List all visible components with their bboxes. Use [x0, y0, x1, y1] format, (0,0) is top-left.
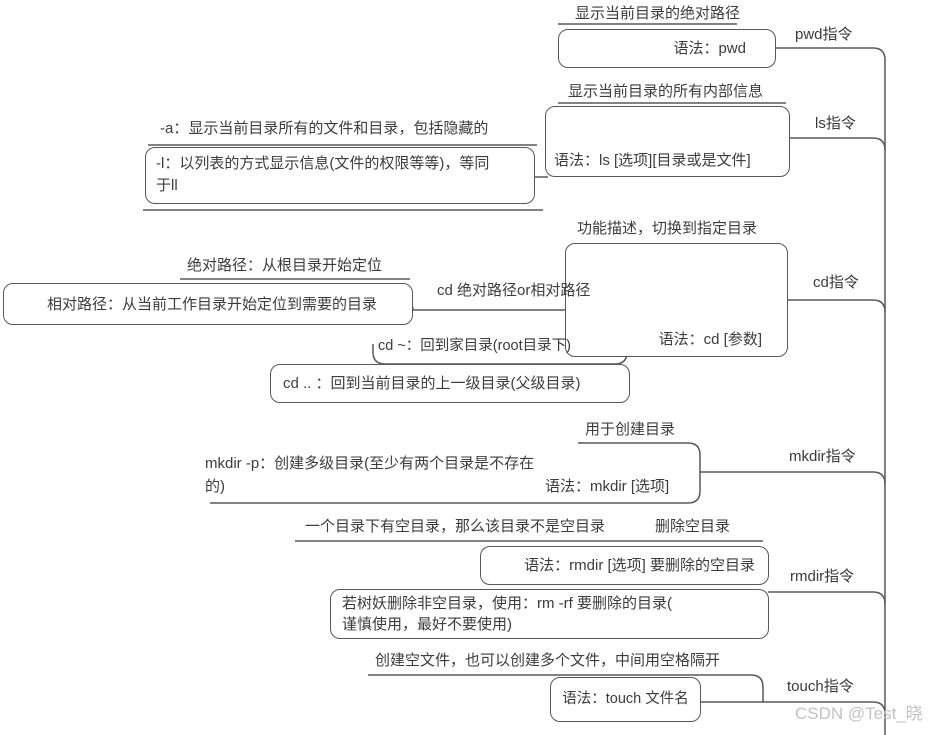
touch-description: 创建空文件，也可以创建多个文件，中间用空格隔开 — [375, 652, 721, 669]
branch-label-mkdir: mkdir指令 — [789, 448, 856, 465]
cd-parent-text: cd .. ：回到当前目录的上一级目录(父级目录) — [283, 375, 581, 392]
cd-syntax-node: 语法：cd [参数] — [565, 243, 788, 357]
touch-syntax-text: 语法：touch 文件名 — [562, 691, 689, 707]
cd-syntax-text: 语法：cd [参数] — [658, 331, 762, 348]
cd-relative-path-node: 相对路径：从当前工作目录开始定位到需要的目录 — [3, 283, 413, 325]
ls-option-l-text: -l：以列表的方式显示信息(文件的权限等等)，等同 于ll — [156, 155, 490, 194]
branch-label-touch: touch指令 — [787, 678, 854, 695]
ls-syntax-node: 语法：ls [选项][目录或是文件] — [545, 106, 790, 177]
ls-syntax-text: 语法：ls [选项][目录或是文件] — [554, 152, 751, 169]
csdn-watermark: CSDN @Test_晓 — [795, 704, 923, 723]
pwd-syntax-text: 语法：pwd — [673, 40, 746, 57]
ls-option-a: -a：显示当前目录所有的文件和目录，包括隐藏的 — [160, 120, 489, 137]
mkdir-option-p: mkdir -p：创建多级目录(至少有两个目录是不存在 的) — [205, 455, 535, 495]
branch-label-pwd: pwd指令 — [795, 26, 853, 43]
ls-description: 显示当前目录的所有内部信息 — [568, 83, 764, 100]
rmdir-rm-rf-node: 若树妖删除非空目录，使用：rm -rf 要删除的目录( 谨慎使用，最好不要使用) — [330, 589, 769, 639]
touch-syntax-node: 语法：touch 文件名 — [550, 677, 701, 722]
rmdir-branch-line — [768, 591, 886, 605]
ls-branch-line — [790, 137, 886, 151]
ls-option-l-node: -l：以列表的方式显示信息(文件的权限等等)，等同 于ll — [145, 147, 535, 204]
rmdir-rm-rf-text: 若树妖删除非空目录，使用：rm -rf 要删除的目录( 谨慎使用，最好不要使用) — [342, 595, 672, 633]
branch-label-cd: cd指令 — [813, 274, 859, 291]
trunk-line — [776, 47, 886, 735]
rmdir-syntax-node: 语法：rmdir [选项] 要删除的空目录 — [480, 546, 769, 585]
branch-label-rmdir: rmdir指令 — [790, 568, 855, 585]
branch-label-ls: ls指令 — [815, 115, 856, 132]
cd-branch-line — [788, 299, 886, 313]
cd-path-argument: cd 绝对路径or相对路径 — [437, 282, 591, 299]
cd-description: 功能描述，切换到指定目录 — [577, 220, 758, 237]
cd-absolute-path: 绝对路径：从根目录开始定位 — [187, 257, 383, 274]
cd-parent-node: cd .. ：回到当前目录的上一级目录(父级目录) — [270, 364, 630, 403]
rmdir-description: 删除空目录 — [655, 518, 731, 535]
mkdir-description: 用于创建目录 — [585, 421, 676, 438]
mkdir-syntax-text: 语法：mkdir [选项] — [545, 478, 670, 495]
mkdir-shape — [210, 442, 701, 504]
cd-home-text: cd ~：回到家目录(root目录下) — [378, 338, 571, 354]
rmdir-syntax-text: 语法：rmdir [选项] 要删除的空目录 — [524, 557, 755, 574]
touch-branch-line — [700, 701, 886, 715]
pwd-syntax-node: 语法：pwd — [558, 29, 776, 68]
touch-desc-underline — [368, 674, 764, 702]
rmdir-note: 一个目录下有空目录，那么该目录不是空目录 — [305, 518, 606, 535]
cd-relative-path-text: 相对路径：从当前工作目录开始定位到需要的目录 — [47, 295, 378, 313]
pwd-description: 显示当前目录的绝对路径 — [575, 5, 741, 22]
mkdir-branch-line — [700, 471, 886, 485]
